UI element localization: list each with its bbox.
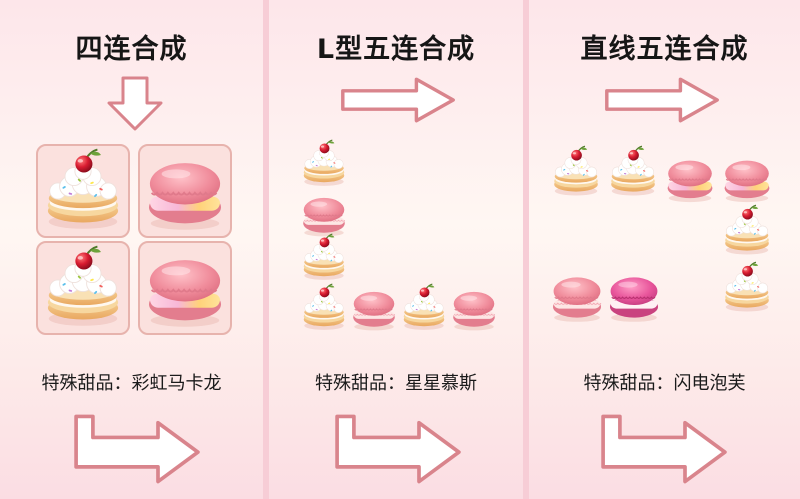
cream-cake-cherry-icon — [553, 145, 599, 197]
special-dessert-label: 特殊甜品：彩虹马卡龙 — [41, 373, 222, 394]
tile-macaron[interactable] — [138, 241, 232, 335]
panel-divider — [263, 0, 269, 499]
special-dessert-label: 特殊甜品：星星慕斯 — [315, 373, 477, 394]
panel-title: 直线五连合成 — [580, 34, 749, 65]
pink-macaron-icon — [724, 160, 770, 203]
cream-cake-cherry-icon — [303, 233, 345, 281]
cream-cake-cherry-icon — [46, 148, 120, 230]
panel-four-match: 四连合成 特殊甜品：彩虹马卡龙 — [0, 0, 263, 499]
cream-cake-cherry-icon — [724, 261, 770, 313]
panel-title: 四连合成 — [75, 34, 188, 65]
tile-macaron[interactable] — [138, 144, 232, 238]
magenta-macaron-icon — [609, 276, 659, 323]
right-arrow-icon — [74, 414, 200, 484]
down-arrow-icon — [107, 76, 163, 131]
right-arrow-icon — [601, 414, 727, 484]
panel-l-five-match: L型五连合成 特殊甜品：星星慕斯 — [269, 0, 523, 499]
cream-cake-cherry-icon — [303, 283, 345, 331]
tile-cupcake[interactable] — [36, 241, 130, 335]
cream-cake-cherry-icon — [610, 145, 656, 197]
pink-macaron-icon — [552, 276, 602, 323]
pink-macaron-icon — [452, 291, 496, 331]
panel-title: L型五连合成 — [316, 34, 476, 65]
rainbow-macaron-icon — [148, 162, 222, 231]
panel-straight-five-match: 直线五连合成 特殊甜品：闪电泡芙 — [529, 0, 800, 499]
right-arrow-icon — [335, 414, 461, 484]
panel-divider — [523, 0, 529, 499]
pink-macaron-icon — [667, 160, 713, 203]
cream-cake-cherry-icon — [303, 139, 345, 187]
special-dessert-label: 特殊甜品：闪电泡芙 — [583, 373, 746, 394]
cream-cake-cherry-icon — [724, 204, 770, 256]
rainbow-macaron-icon — [148, 259, 222, 328]
pink-macaron-icon — [352, 291, 396, 331]
tile-cupcake[interactable] — [36, 144, 130, 238]
cream-cake-cherry-icon — [403, 283, 445, 331]
cream-cake-cherry-icon — [46, 245, 120, 327]
right-arrow-icon — [341, 77, 455, 123]
right-arrow-icon — [605, 77, 719, 123]
